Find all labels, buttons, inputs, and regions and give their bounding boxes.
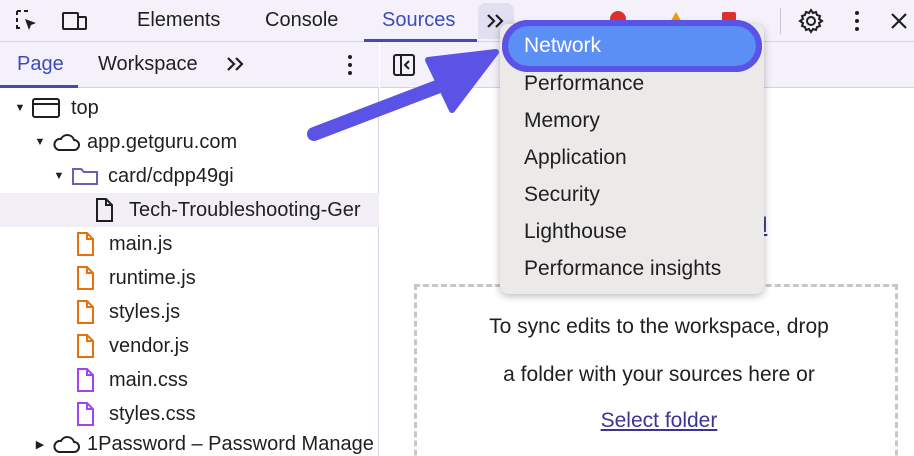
expanded-arrow-icon[interactable]: ▼ bbox=[53, 170, 65, 182]
tree-item-label: main.js bbox=[109, 232, 173, 255]
css-file-icon bbox=[77, 402, 94, 426]
document-icon bbox=[96, 198, 113, 222]
gear-icon[interactable] bbox=[796, 6, 826, 36]
chevron-double-right-icon bbox=[487, 14, 504, 28]
tree-item-file[interactable]: runtime.js bbox=[0, 261, 379, 295]
tree-item-label: runtime.js bbox=[109, 266, 196, 289]
js-file-icon bbox=[77, 334, 94, 358]
menu-item-security[interactable]: Security bbox=[524, 183, 600, 206]
cloud-icon bbox=[53, 134, 80, 151]
close-icon[interactable] bbox=[884, 6, 914, 36]
toolbar-divider bbox=[780, 8, 781, 34]
active-tab-indicator bbox=[364, 39, 477, 42]
more-tabs-menu: Network Performance Memory Application S… bbox=[500, 20, 764, 294]
expanded-arrow-icon[interactable]: ▼ bbox=[34, 136, 46, 148]
tree-item-top[interactable]: ▼ top bbox=[0, 91, 379, 125]
tab-workspace[interactable]: Workspace bbox=[98, 53, 198, 75]
devtools-toolbar: Elements Console Sources bbox=[0, 0, 914, 42]
inspect-element-icon[interactable] bbox=[12, 6, 42, 36]
more-options-icon[interactable] bbox=[842, 6, 872, 36]
folder-icon bbox=[72, 168, 98, 185]
tree-item-file[interactable]: vendor.js bbox=[0, 329, 379, 363]
tree-item-domain[interactable]: ▼ app.getguru.com bbox=[0, 125, 379, 159]
tab-elements[interactable]: Elements bbox=[137, 9, 221, 31]
expanded-arrow-icon[interactable]: ▼ bbox=[14, 102, 26, 114]
menu-item-memory[interactable]: Memory bbox=[524, 109, 600, 132]
tree-item-label: styles.js bbox=[109, 300, 181, 323]
select-folder-button[interactable]: Select folder bbox=[600, 409, 718, 432]
tree-item-label: top bbox=[71, 96, 99, 119]
tree-item-label: Tech-Troubleshooting-Ger bbox=[129, 198, 361, 221]
collapsed-arrow-icon[interactable]: ▶ bbox=[35, 438, 45, 451]
tree-item-label: card/cdpp49gi bbox=[108, 164, 234, 187]
js-file-icon bbox=[77, 300, 94, 324]
navigator-panel: Page Workspace ▼ top ▼ app.getguru.com ▼… bbox=[0, 42, 379, 456]
frame-icon bbox=[32, 98, 60, 118]
menu-item-application[interactable]: Application bbox=[524, 146, 627, 169]
dropzone-text-line2: a folder with your sources here or bbox=[503, 363, 815, 386]
tree-item-label: app.getguru.com bbox=[87, 130, 238, 153]
tree-item-folder[interactable]: ▼ card/cdpp49gi bbox=[0, 159, 379, 193]
navigator-tabs: Page Workspace bbox=[0, 42, 379, 88]
navigator-menu-icon[interactable] bbox=[340, 52, 360, 78]
dropzone-text-line1: To sync edits to the workspace, drop bbox=[489, 315, 829, 338]
tree-item-label: main.css bbox=[109, 368, 188, 391]
active-subtab-indicator bbox=[0, 85, 78, 88]
select-folder-link: Select folder bbox=[417, 409, 901, 433]
issue-counters[interactable] bbox=[606, 10, 756, 28]
tree-item-file[interactable]: main.js bbox=[0, 227, 379, 261]
toggle-navigator-icon[interactable] bbox=[392, 52, 416, 83]
menu-item-lighthouse[interactable]: Lighthouse bbox=[524, 220, 627, 243]
css-file-icon bbox=[77, 368, 94, 392]
js-file-icon bbox=[77, 266, 94, 290]
cloud-icon bbox=[53, 436, 80, 453]
menu-item-highlight bbox=[502, 20, 762, 72]
js-file-icon bbox=[77, 232, 94, 256]
tree-item-label: vendor.js bbox=[109, 334, 190, 357]
tab-page[interactable]: Page bbox=[17, 53, 64, 75]
menu-item-performance[interactable]: Performance bbox=[524, 72, 645, 95]
menu-item-performance-insights[interactable]: Performance insights bbox=[524, 257, 722, 280]
tree-item-file[interactable]: styles.css bbox=[0, 397, 379, 431]
workspace-dropzone[interactable]: To sync edits to the workspace, drop a f… bbox=[414, 284, 898, 456]
more-navigator-tabs-icon[interactable] bbox=[224, 42, 248, 88]
device-toolbar-icon[interactable] bbox=[60, 6, 90, 36]
tree-item-file[interactable]: main.css bbox=[0, 363, 379, 397]
tree-item-label: styles.css bbox=[109, 402, 196, 425]
tree-item-file[interactable]: styles.js bbox=[0, 295, 379, 329]
tree-item-document[interactable]: Tech-Troubleshooting-Ger bbox=[0, 193, 379, 227]
tab-console[interactable]: Console bbox=[265, 9, 339, 31]
tab-sources[interactable]: Sources bbox=[382, 9, 456, 31]
tree-item-domain[interactable]: ▶ 1Password – Password Manage bbox=[0, 427, 379, 456]
tree-item-label: 1Password – Password Manage bbox=[87, 432, 374, 455]
annotation-arrow-icon bbox=[307, 49, 499, 141]
menu-item-network[interactable]: Network bbox=[524, 34, 602, 57]
